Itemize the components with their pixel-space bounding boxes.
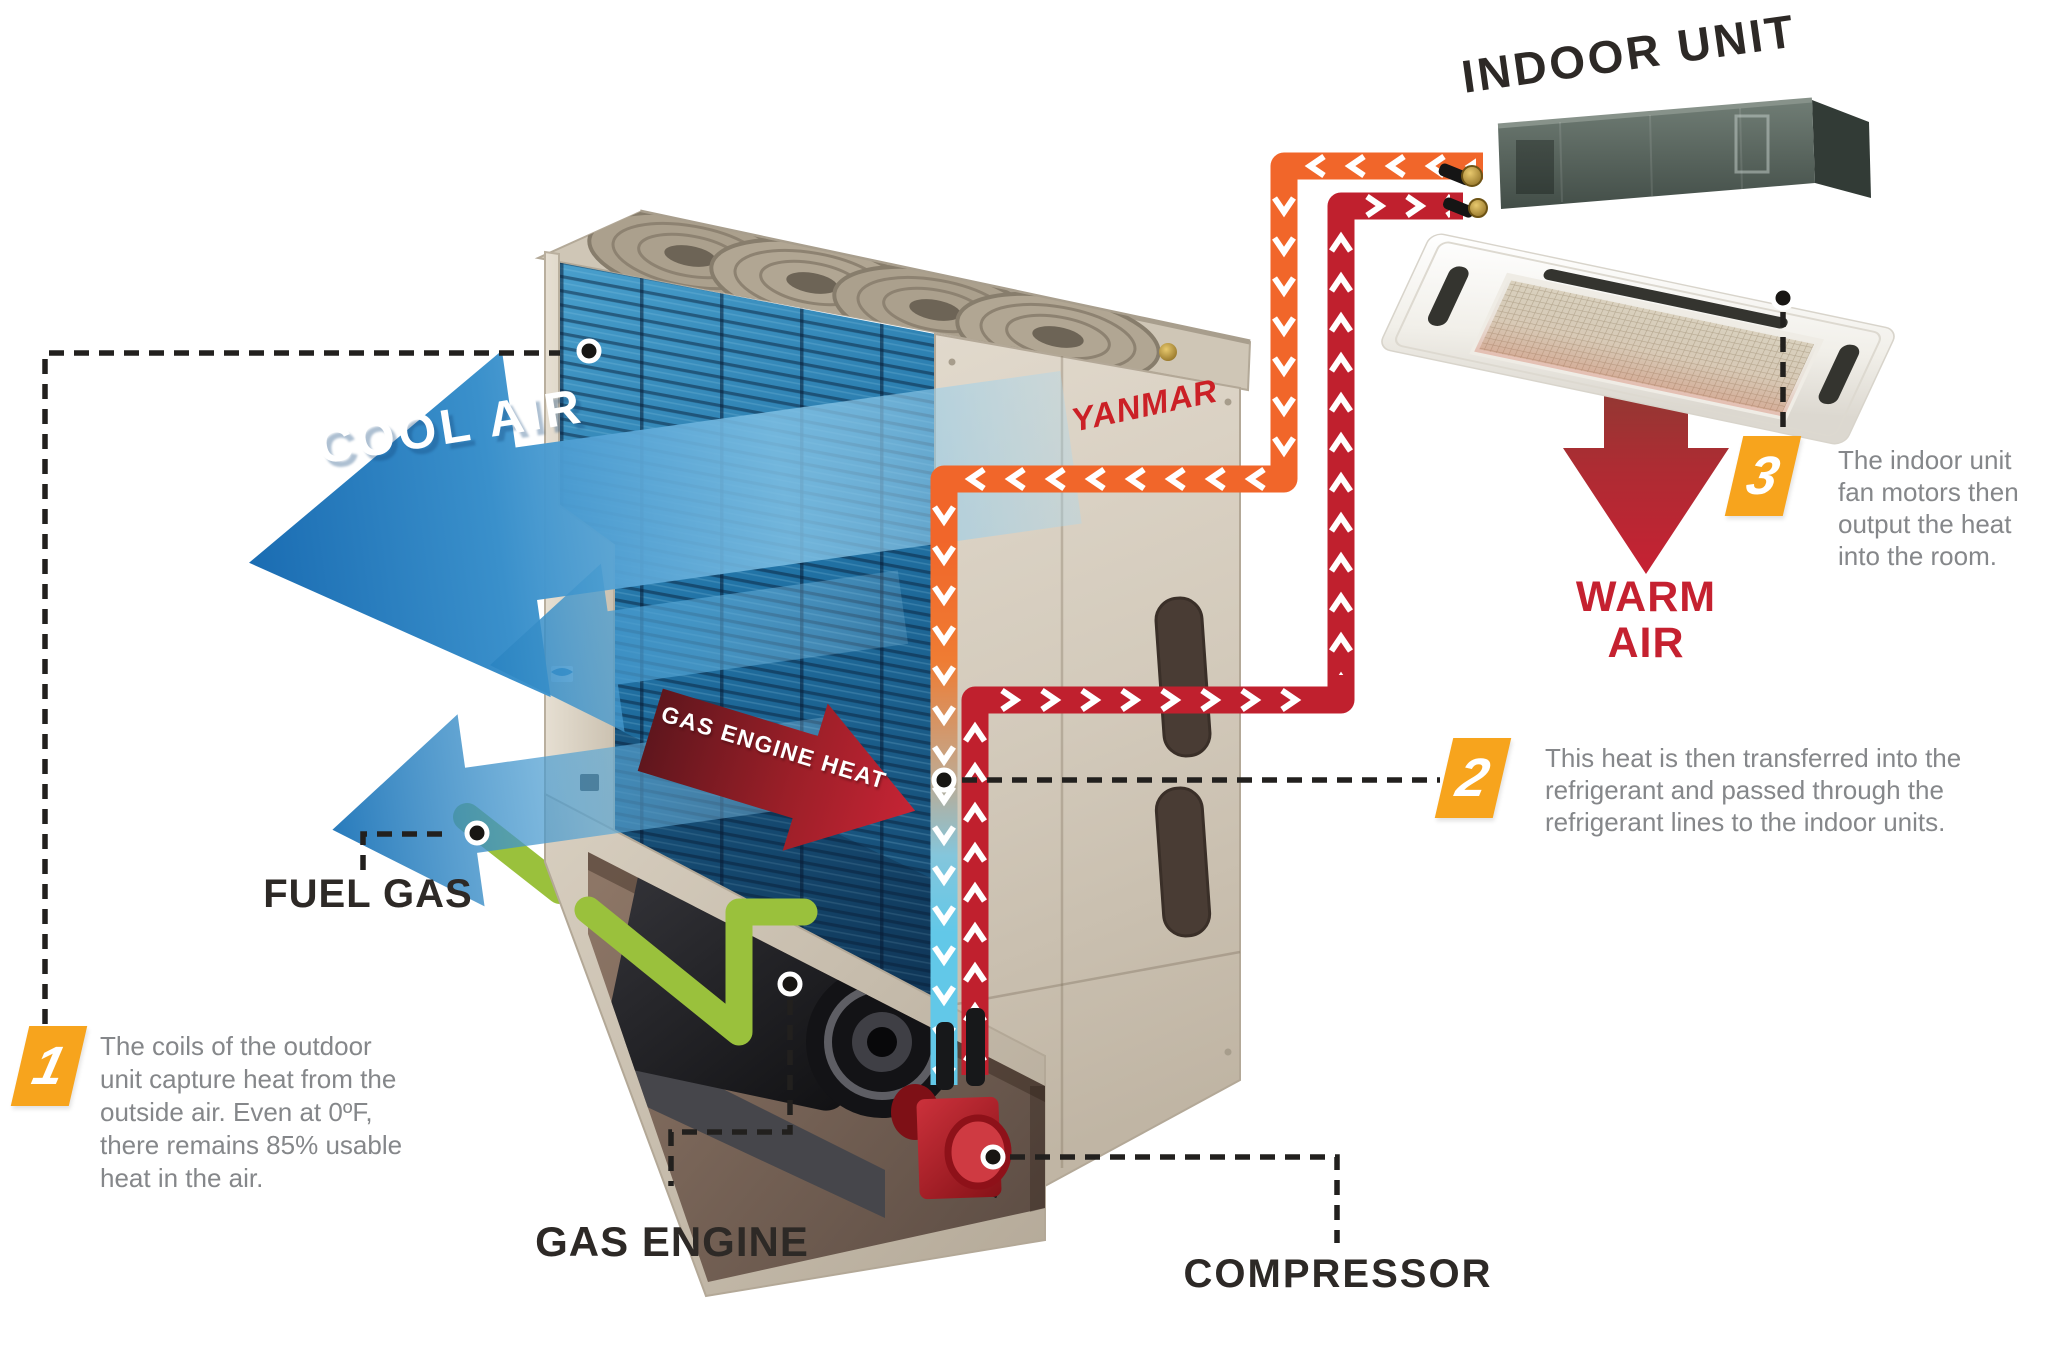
fuel-gas-label: FUEL GAS <box>263 872 473 916</box>
indoor-unit-panel <box>1381 233 1895 445</box>
cool-air-arrows <box>249 350 1082 907</box>
cool-air-arrow-main <box>249 350 1082 698</box>
indoor-unit <box>1381 97 1895 445</box>
air-vent-slot <box>1543 268 1788 329</box>
cool-air-arrow-mid <box>489 563 909 733</box>
step-number-1: 1 <box>27 1036 71 1096</box>
fuel-gas-pipe-engine-end <box>574 896 818 1046</box>
refrigerant-pipes <box>930 152 1483 1085</box>
gas-engine-label: GAS ENGINE <box>535 1218 809 1265</box>
warm-air-arrow <box>1563 378 1729 574</box>
step-number-2: 2 <box>1451 748 1495 808</box>
refrigerant-fitting <box>1468 198 1488 218</box>
callout-2-text: This heat is then transferred into the r… <box>1545 743 1962 837</box>
compressor-label: COMPRESSOR <box>1183 1252 1493 1296</box>
callout-3-text: The indoor unit fan motors then output t… <box>1838 445 2019 571</box>
gas-engine-heat-arrow <box>637 688 916 851</box>
warm-air-line1: WARM <box>1575 573 1717 621</box>
callout-connectors <box>42 312 1786 1243</box>
step-number-3: 3 <box>1741 446 1785 506</box>
air-vent-slot <box>1427 266 1469 326</box>
refrigerant-fitting <box>1461 165 1483 187</box>
connector-dots <box>464 285 1796 1170</box>
warm-air-line2: AIR <box>1607 619 1685 667</box>
callout-1-text: The coils of the outdoor unit capture he… <box>100 1031 403 1193</box>
warm-air-label: WARM AIR <box>1546 574 1746 666</box>
air-vent-slot <box>1818 344 1860 405</box>
